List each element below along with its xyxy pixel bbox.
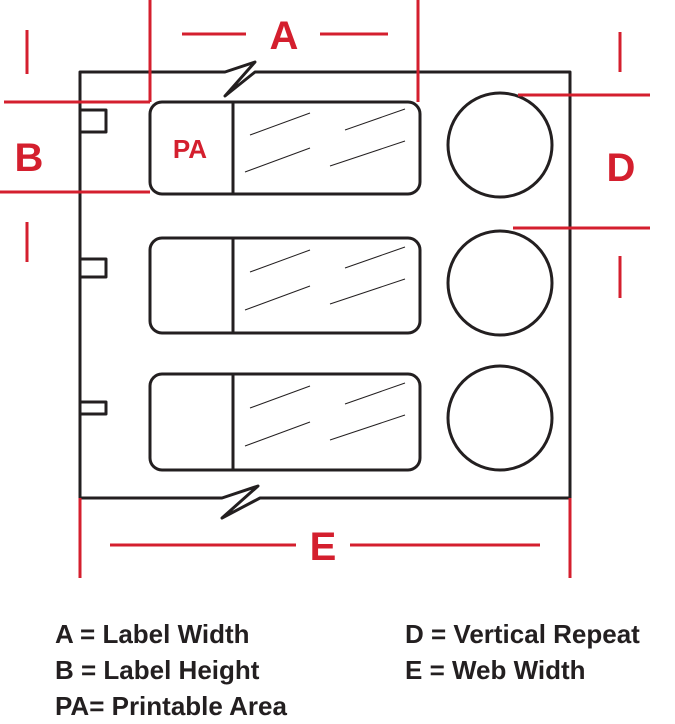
legend-item-web-width: E = Web Width xyxy=(405,655,586,685)
legend-item-printable-area: PA= Printable Area xyxy=(55,691,287,721)
legend-item-label-height: B = Label Height xyxy=(55,655,260,685)
dimension-b xyxy=(0,30,150,262)
dimension-d xyxy=(513,32,650,298)
clear-overlaminate-hatching xyxy=(244,382,406,447)
circle-marker xyxy=(446,229,554,337)
legend-item-label-width: A = Label Width xyxy=(55,619,250,649)
clear-overlaminate-hatching xyxy=(244,246,406,311)
web-outline xyxy=(78,60,572,520)
printable-area-mark: PA xyxy=(173,134,207,164)
label-row-1 xyxy=(148,91,554,199)
label-layout-diagram: PA A B D E xyxy=(0,0,650,578)
dimension-e-letter: E xyxy=(310,525,337,569)
circle-marker xyxy=(446,364,554,472)
dimension-b-letter: B xyxy=(15,136,44,180)
circle-marker xyxy=(446,91,554,199)
legend-left: A = Label Width B = Label Height PA= Pri… xyxy=(55,616,287,724)
legend-item-vertical-repeat: D = Vertical Repeat xyxy=(405,619,640,649)
label-1 xyxy=(148,100,422,196)
label-2 xyxy=(148,236,422,335)
label-row-3 xyxy=(148,364,554,472)
label-3 xyxy=(148,372,422,472)
clear-overlaminate-hatching xyxy=(244,108,406,173)
label-row-2 xyxy=(148,229,554,337)
legend-right: D = Vertical Repeat E = Web Width xyxy=(405,616,640,688)
dimension-a-letter: A xyxy=(270,14,299,58)
dimension-a xyxy=(148,0,420,102)
dimension-e xyxy=(78,498,572,578)
dimension-d-letter: D xyxy=(607,146,636,190)
